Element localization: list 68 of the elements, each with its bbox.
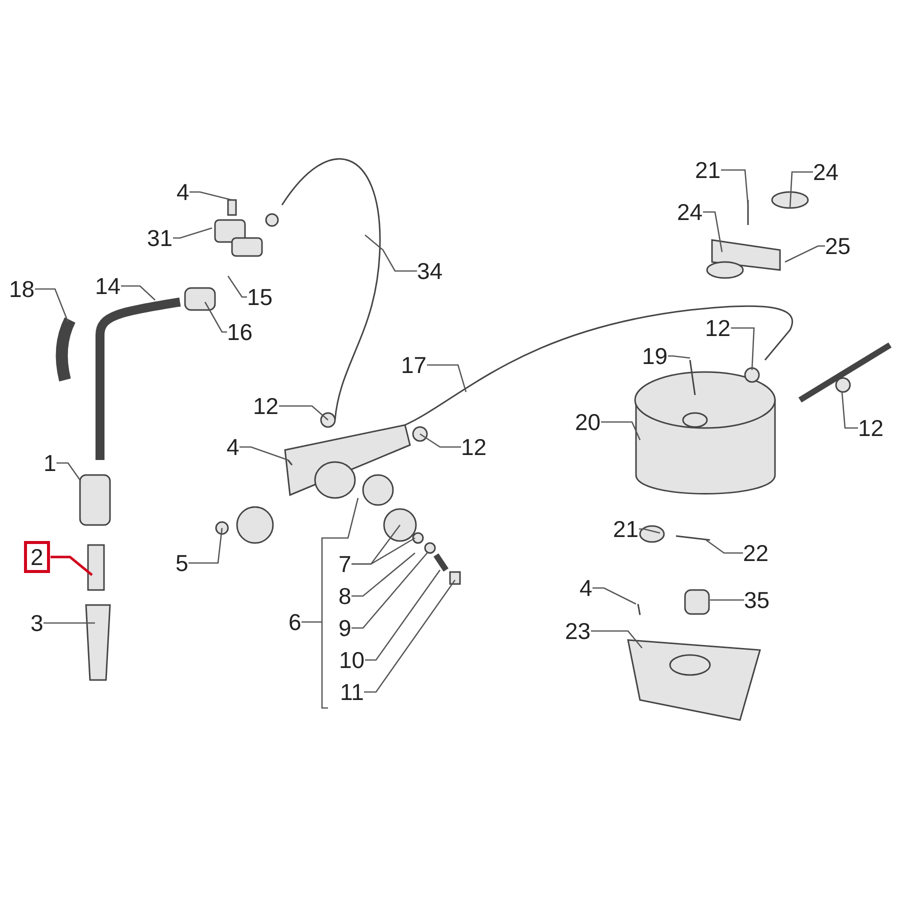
- callout-number: 24: [677, 199, 703, 225]
- callout-number: 16: [227, 319, 253, 345]
- callout-number: 23: [565, 618, 591, 644]
- leader-line: [364, 580, 456, 693]
- callout-number: 3: [30, 610, 44, 636]
- leader-line: [173, 227, 212, 239]
- leader-line: [364, 234, 417, 272]
- callout-number: 7: [338, 551, 352, 577]
- callout-number: 12: [858, 415, 884, 441]
- callout-number: 8: [338, 583, 352, 609]
- leader-line: [204, 302, 227, 333]
- leader-line: [710, 599, 744, 601]
- callout-number: 19: [642, 343, 668, 369]
- callout-number: 6: [288, 609, 302, 635]
- leader-line: [190, 191, 232, 201]
- leader-line: [706, 539, 743, 554]
- leader-line: [240, 446, 288, 461]
- leader-line: [121, 285, 156, 300]
- callout-number: 12: [253, 393, 279, 419]
- callout-number: 4: [226, 434, 240, 460]
- leader-line: [592, 587, 636, 605]
- leader-line: [639, 528, 660, 534]
- leader-line: [721, 169, 749, 206]
- leader-line: [731, 327, 755, 370]
- callout-number: 12: [461, 434, 487, 460]
- leader-line: [227, 276, 247, 298]
- leader-line: [44, 622, 95, 624]
- callout-number: 31: [147, 225, 173, 251]
- callout-number: 18: [9, 276, 35, 302]
- leader-line: [188, 528, 223, 564]
- leader-line: [300, 497, 359, 709]
- callout-number: 2: [24, 541, 50, 573]
- callout-number: 17: [401, 352, 427, 378]
- leader-line: [50, 556, 93, 576]
- leader-line: [841, 392, 858, 429]
- callout-number: 10: [339, 647, 365, 673]
- callout-number: 1: [44, 450, 56, 476]
- leader-line: [427, 364, 467, 392]
- leader-line: [789, 171, 813, 208]
- leader-line: [703, 211, 723, 252]
- leader-line: [601, 421, 641, 440]
- leader-line: [591, 630, 642, 648]
- leader-line: [352, 552, 416, 597]
- callout-number: 35: [744, 587, 770, 613]
- callout-number: 14: [95, 273, 121, 299]
- callout-number: 22: [743, 540, 769, 566]
- leader-line: [668, 355, 690, 359]
- callout-number: 4: [580, 575, 592, 601]
- callout-number: 9: [338, 615, 352, 641]
- callout-number: 15: [247, 284, 273, 310]
- callout-number: 12: [705, 315, 731, 341]
- callout-number: 20: [575, 409, 601, 435]
- leader-line: [352, 552, 428, 629]
- leader-line: [352, 537, 416, 565]
- leader-line: [784, 245, 825, 263]
- leader-line: [279, 405, 328, 420]
- callout-number: 11: [340, 679, 364, 705]
- leader-line: [35, 288, 69, 322]
- callout-number: 34: [417, 258, 443, 284]
- leader-line: [56, 462, 81, 480]
- callout-number: 21: [695, 157, 721, 183]
- callout-number: 25: [825, 233, 851, 259]
- leader-line: [420, 433, 461, 448]
- callout-number: 21: [613, 516, 639, 542]
- callout-number: 5: [176, 550, 188, 576]
- leader-line: [365, 570, 441, 661]
- callout-number: 4: [176, 179, 190, 205]
- callout-number: 24: [813, 159, 839, 185]
